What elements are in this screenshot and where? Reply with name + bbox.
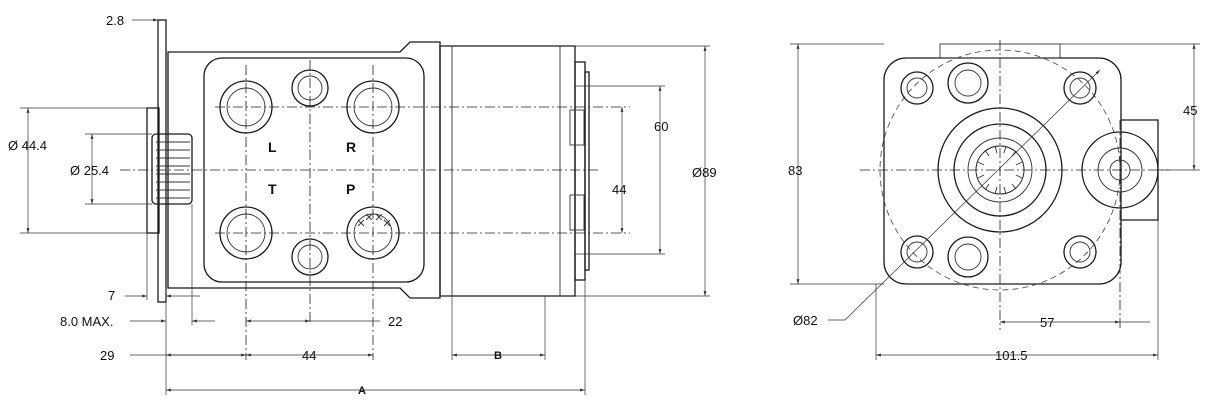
dim-shaft-length: 8.0 MAX. (60, 314, 113, 329)
valve-body (167, 41, 441, 299)
dim-port-spacing: 44 (302, 348, 316, 363)
dim-offset-right: 57 (1040, 315, 1054, 330)
bolt-hole-tl (900, 71, 934, 105)
shaft (151, 133, 193, 205)
dim-shaft-diameter: Ø 25.4 (70, 163, 109, 178)
dim-port-vertical-outer: 60 (654, 119, 668, 134)
dim-body-diameter: Ø89 (692, 165, 717, 180)
dim-offset-top: 45 (1183, 103, 1197, 118)
flange-square (883, 57, 1122, 285)
dim-length-b: B (494, 350, 502, 362)
port-hole-bottom (947, 236, 989, 278)
dim-bolt-circle: Ø82 (793, 313, 818, 328)
bolt-hole-tr (1063, 71, 1097, 105)
port-hole-top (947, 62, 989, 104)
dim-edge-to-port: 29 (100, 348, 114, 363)
port-label-l: L (268, 139, 277, 155)
side-view: L R T P 2.8 Ø 44.4 Ø 25.4 7 8.0 MAX. 22 (8, 13, 717, 397)
housing (439, 45, 576, 297)
pilot (146, 107, 160, 234)
port-label-r: R (346, 139, 356, 155)
dim-port-spacing-small: 22 (388, 314, 402, 329)
front-view: Ø82 83 45 57 101.5 (788, 40, 1200, 363)
bolt-hole-bl (900, 235, 934, 269)
end-cap (569, 61, 590, 281)
port-label-t: T (268, 181, 277, 197)
bolt-hole-br (1063, 235, 1097, 269)
port-label-p: P (346, 181, 355, 197)
dim-width: 101.5 (995, 348, 1028, 363)
dim-pilot-diameter: Ø 44.4 (8, 138, 47, 153)
dim-length-a: A (358, 385, 366, 397)
port-block (203, 57, 425, 283)
dim-shaft-offset: 7 (108, 288, 115, 303)
dim-port-vertical-spacing: 44 (612, 182, 626, 197)
mounting-flange (157, 19, 167, 303)
dim-flange-thickness: 2.8 (106, 13, 124, 28)
dim-height: 83 (788, 163, 802, 178)
